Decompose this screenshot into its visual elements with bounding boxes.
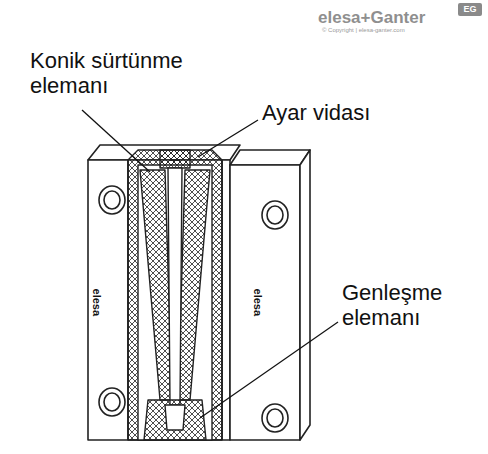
logo-badge <box>458 3 482 16</box>
copyright-note: © Copyright | elesa-ganter.com <box>322 27 482 34</box>
brand-mark: elesa <box>91 288 104 316</box>
watermark-logo: elesa+Ganter <box>318 8 458 28</box>
part-label: Genleşme elemanı <box>342 280 467 331</box>
leader-line <box>200 322 338 418</box>
left-leaf <box>88 160 230 440</box>
brand-mark: elesa <box>252 288 265 316</box>
expansion-element <box>144 400 206 440</box>
part-label: Konik sürtünme elemanı <box>30 48 208 99</box>
logo-badge-text: EG <box>458 3 482 16</box>
part-label: Ayar vidası <box>262 100 412 125</box>
leader-line <box>82 110 150 172</box>
right-leaf <box>230 165 300 440</box>
leader-line <box>198 120 258 157</box>
cutaway-section <box>128 150 222 440</box>
adjusting-screw <box>160 150 190 168</box>
conical-friction-element <box>140 170 172 400</box>
